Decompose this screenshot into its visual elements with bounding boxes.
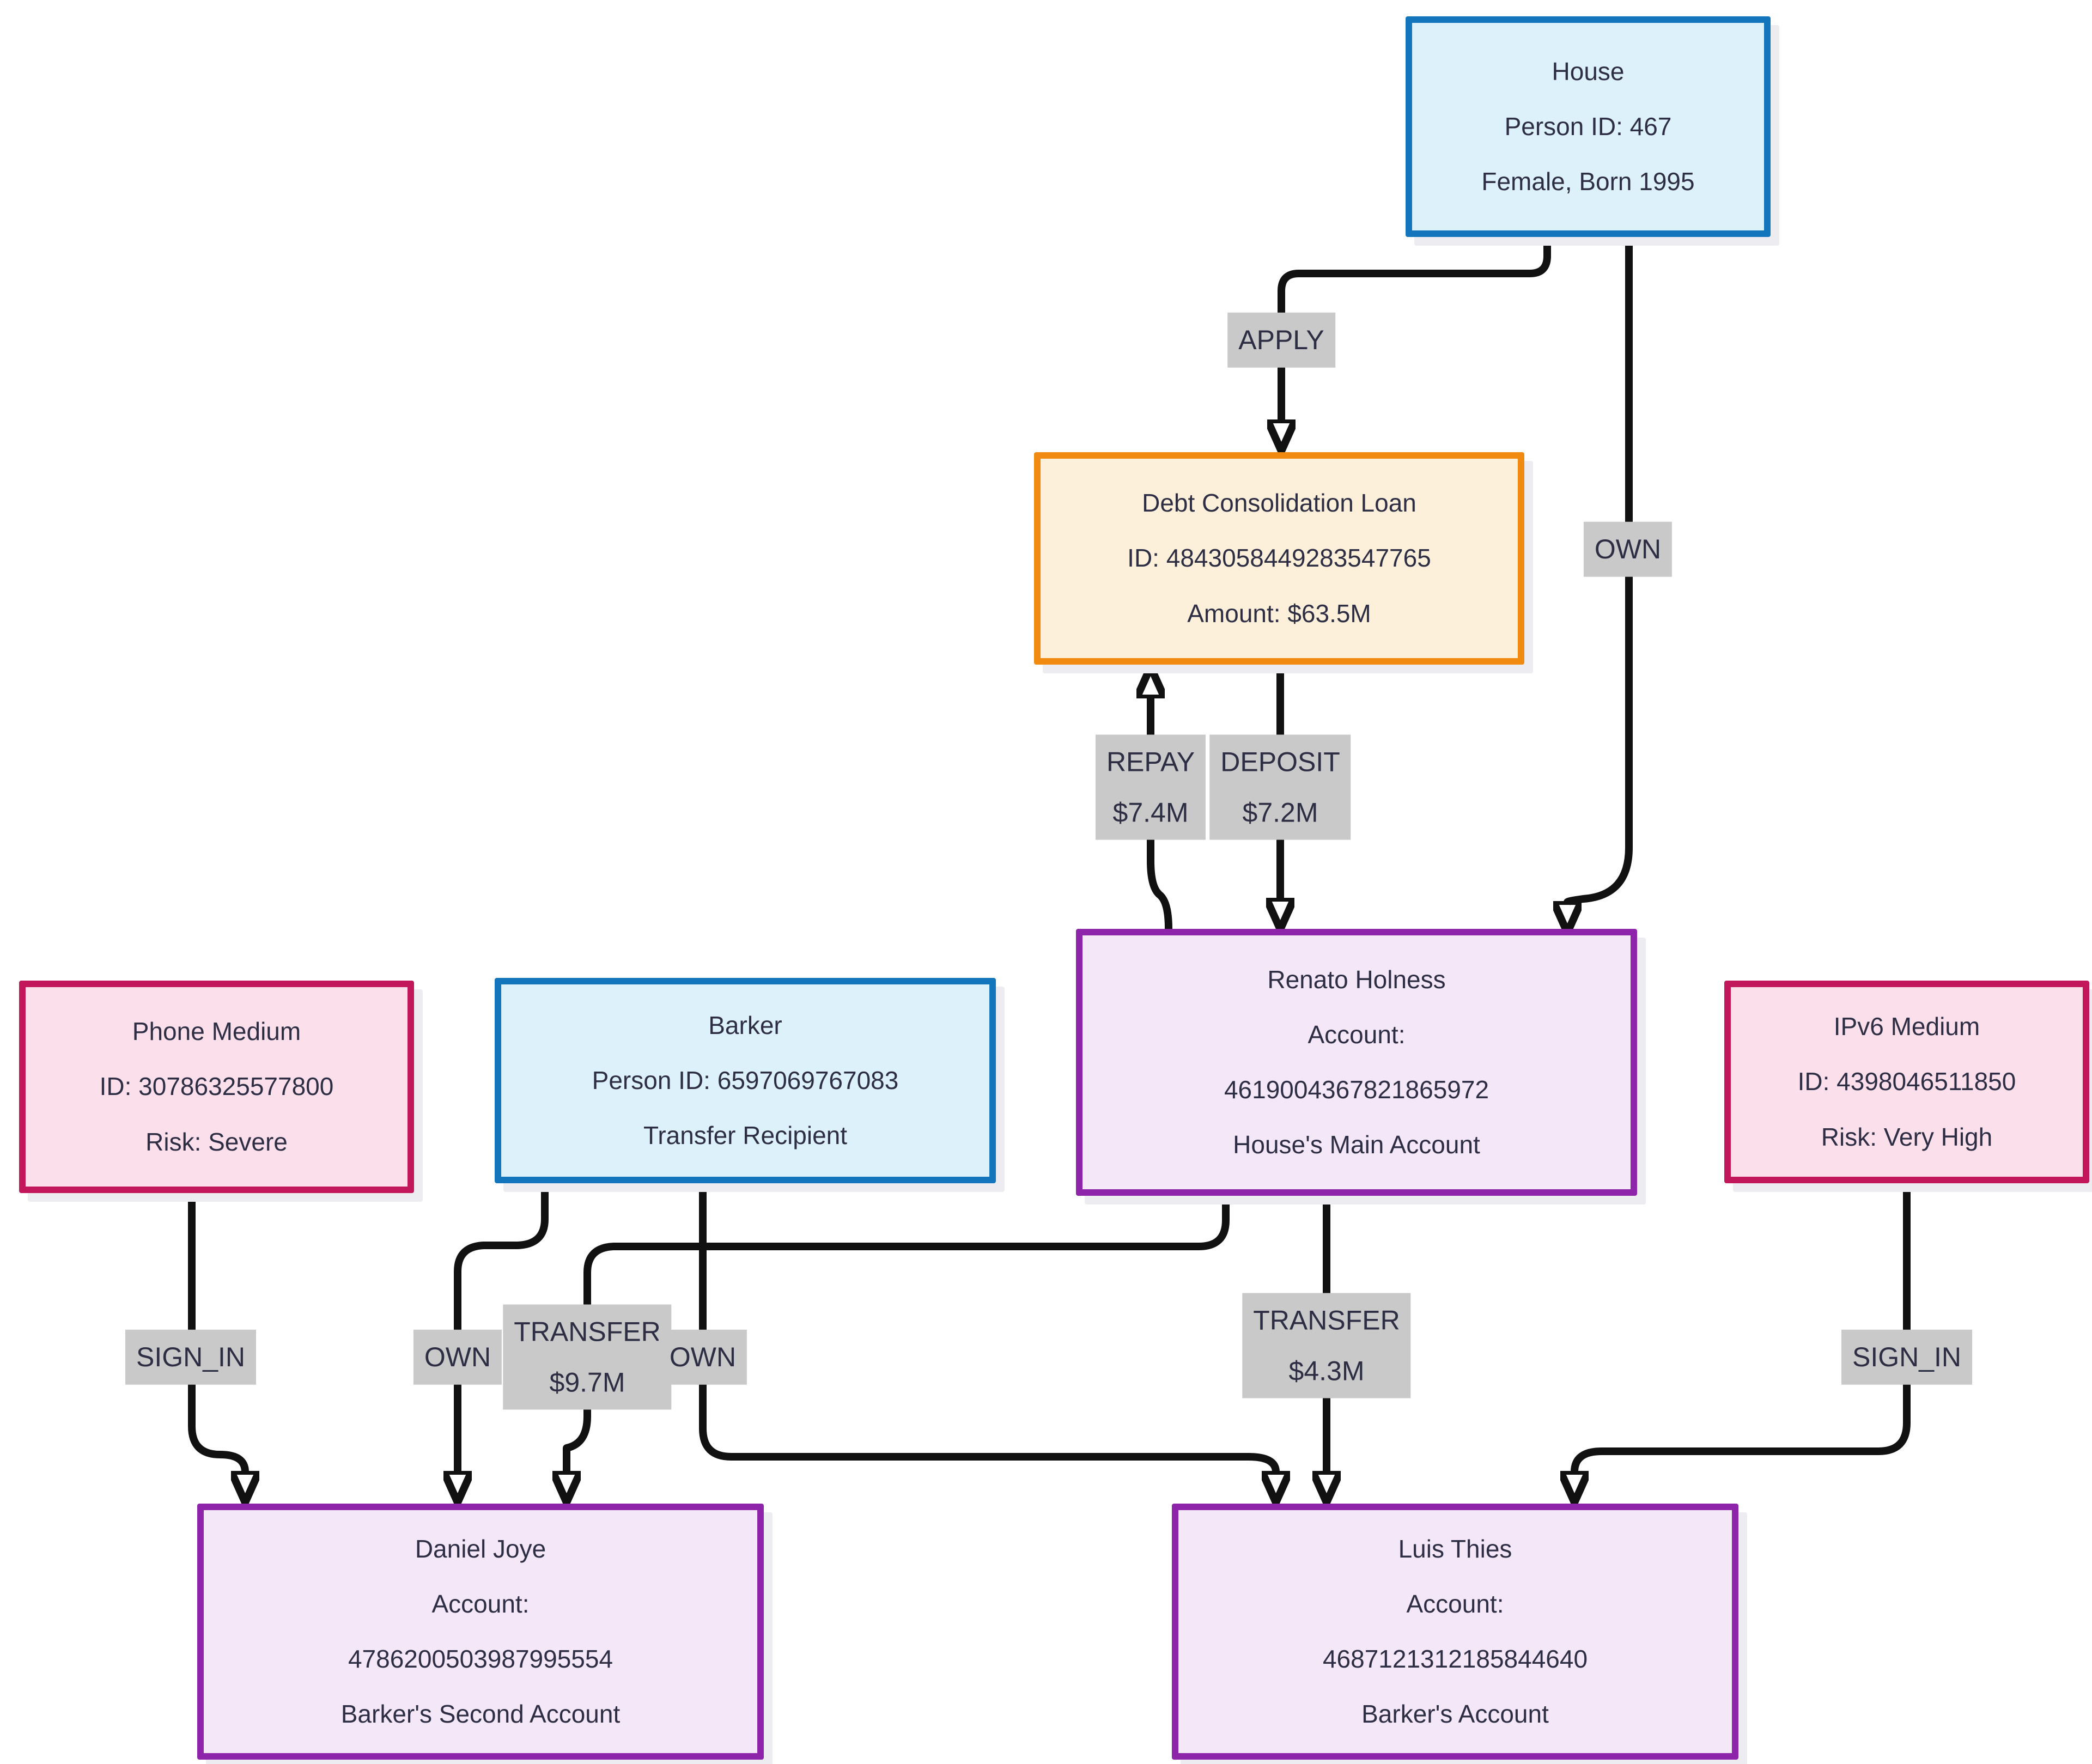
edge-label-deposit-verb: DEPOSIT [1220,746,1340,777]
node-person-barker[interactable]: Barker Person ID: 6597069767083 Transfer… [495,978,996,1183]
edge-label-apply[interactable]: APPLY [1227,312,1335,368]
node-luis-line3: 4687121312185844640 [1322,1645,1588,1673]
node-barker-line3: Transfer Recipient [643,1121,848,1150]
edge-signin-phone-daniel [188,1194,245,1472]
node-barker-title: Barker [708,1011,782,1039]
edge-label-transfer-daniel[interactable]: TRANSFER $9.7M [503,1304,672,1410]
node-renato-line4: House's Main Account [1233,1130,1480,1159]
edge-label-transfer-daniel-amount: $9.7M [549,1367,625,1397]
node-daniel-title: Daniel Joye [415,1534,546,1563]
node-house-title: House [1552,57,1625,86]
node-phone-title: Phone Medium [132,1017,301,1046]
edge-label-deposit-amount: $7.2M [1242,797,1318,828]
node-daniel-line4: Barker's Second Account [340,1700,621,1729]
edge-label-deposit[interactable]: DEPOSIT $7.2M [1209,734,1351,840]
edge-apply [1281,238,1551,421]
edge-label-transfer-daniel-verb: TRANSFER [514,1316,661,1347]
node-loan-title: Debt Consolidation Loan [1142,489,1416,518]
edge-label-own-house-renato[interactable]: OWN [1583,521,1673,577]
edge-label-repay[interactable]: REPAY $7.4M [1095,734,1206,840]
node-loan[interactable]: Debt Consolidation Loan ID: 484305844928… [1034,452,1524,665]
edge-own-house-renato [1567,238,1633,902]
edge-label-repay-amount: $7.4M [1112,797,1189,828]
node-account-luis[interactable]: Luis Thies Account: 4687121312185844640 … [1172,1504,1738,1760]
edge-label-transfer-luis-verb: TRANSFER [1253,1305,1400,1336]
node-luis-line2: Account: [1406,1589,1504,1618]
edge-label-signin-ipv6[interactable]: SIGN_IN [1841,1329,1973,1385]
node-medium-ipv6[interactable]: IPv6 Medium ID: 4398046511850 Risk: Very… [1724,981,2089,1183]
edge-own-barker-daniel [458,1183,549,1472]
node-daniel-line3: 4786200503987995554 [348,1645,613,1673]
node-ipv6-title: IPv6 Medium [1833,1012,1980,1041]
node-luis-line4: Barker's Account [1361,1700,1549,1729]
edge-repay [1151,697,1172,929]
node-daniel-line2: Account: [431,1589,530,1618]
node-loan-line3: Amount: $63.5M [1187,599,1371,628]
node-renato-line2: Account: [1308,1020,1406,1049]
node-renato-title: Renato Holness [1267,965,1446,994]
edge-label-transfer-luis-amount: $4.3M [1288,1355,1365,1386]
node-house-line3: Female, Born 1995 [1481,167,1695,196]
node-loan-line2: ID: 4843058449283547765 [1127,544,1431,573]
node-renato-line3: 4619004367821865972 [1224,1075,1489,1104]
node-medium-phone[interactable]: Phone Medium ID: 30786325577800 Risk: Se… [19,981,414,1193]
node-luis-title: Luis Thies [1398,1534,1512,1563]
edge-own-barker-luis [699,1183,1276,1472]
node-ipv6-line2: ID: 4398046511850 [1797,1067,2016,1096]
edge-label-repay-verb: REPAY [1106,746,1195,777]
edge-label-own-barker-daniel[interactable]: OWN [413,1329,502,1385]
node-house[interactable]: House Person ID: 467 Female, Born 1995 [1406,16,1771,237]
node-barker-line2: Person ID: 6597069767083 [592,1066,899,1094]
node-phone-line2: ID: 30786325577800 [99,1072,334,1101]
node-account-daniel[interactable]: Daniel Joye Account: 4786200503987995554… [197,1504,764,1760]
node-account-renato[interactable]: Renato Holness Account: 4619004367821865… [1076,929,1637,1196]
node-house-line2: Person ID: 467 [1504,112,1672,141]
node-phone-line3: Risk: Severe [145,1127,288,1156]
edge-label-transfer-luis[interactable]: TRANSFER $4.3M [1242,1293,1411,1398]
edge-label-own-barker-luis[interactable]: OWN [658,1329,747,1385]
edge-transfer-renato-daniel [567,1197,1230,1472]
node-ipv6-line3: Risk: Very High [1821,1122,1993,1151]
edge-signin-ipv6-luis [1574,1183,1911,1472]
edge-label-signin-phone[interactable]: SIGN_IN [125,1329,257,1385]
